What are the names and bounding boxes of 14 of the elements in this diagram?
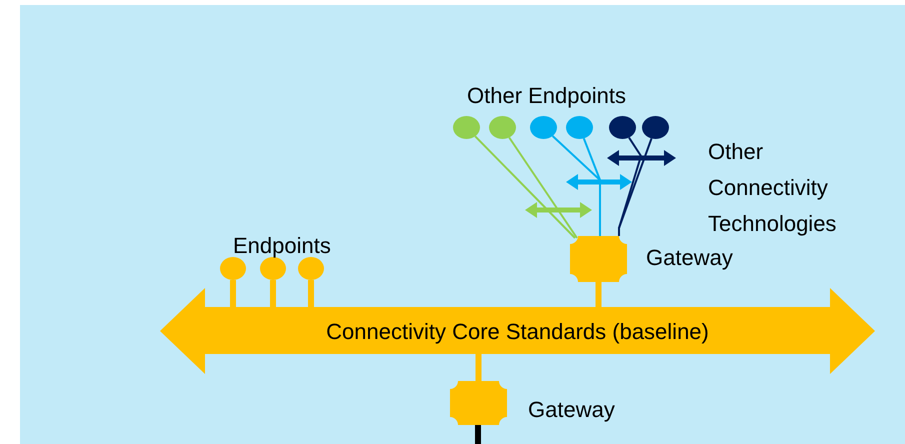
caption-text: Endpoints bbox=[233, 232, 331, 259]
caption-text: Other Connectivity Technologies bbox=[708, 138, 838, 238]
connector-line bbox=[230, 280, 236, 307]
gateway-label: Gateway bbox=[646, 244, 733, 271]
connector-line bbox=[474, 136, 576, 239]
gateway-label: Gateway bbox=[528, 396, 615, 423]
connector-line bbox=[596, 282, 602, 307]
connector-line bbox=[270, 280, 276, 307]
connector-line bbox=[475, 425, 481, 444]
connector-line bbox=[308, 280, 314, 307]
connector-line bbox=[508, 136, 578, 239]
connector-line bbox=[476, 354, 482, 381]
bus-label: Connectivity Core Standards (baseline) bbox=[325, 318, 710, 344]
caption-text: Other Endpoints bbox=[467, 82, 626, 109]
